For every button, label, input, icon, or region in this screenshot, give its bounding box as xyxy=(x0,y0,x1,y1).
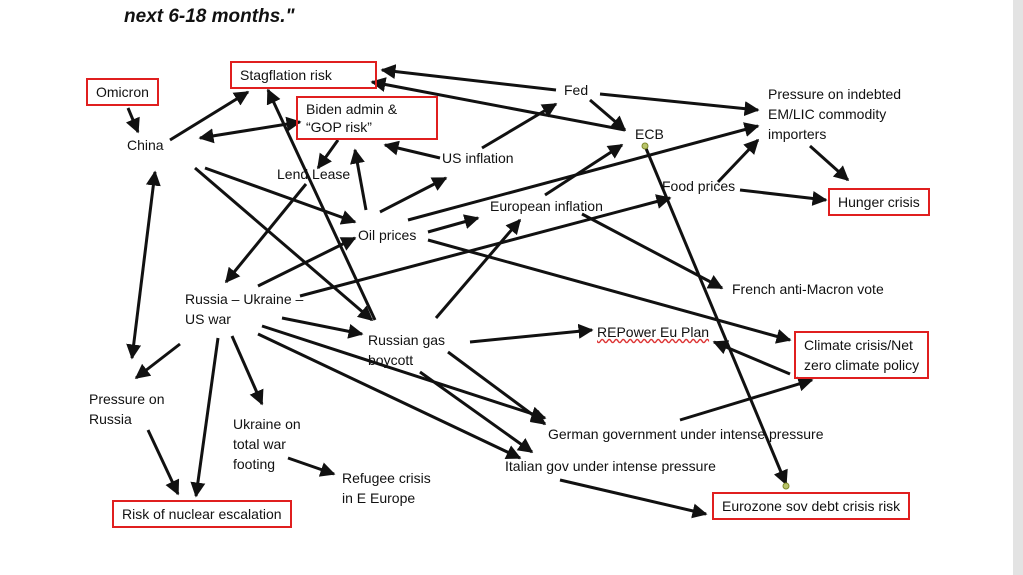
arrow-fed-pressure-em xyxy=(599,92,760,117)
node-biden-line1: Biden admin & xyxy=(306,101,398,117)
arrow-fed-ecb xyxy=(589,98,627,132)
arrow-oil-biden xyxy=(350,148,368,211)
node-refugee-line2: in E Europe xyxy=(342,490,416,506)
node-european-inflation: European inflation xyxy=(490,198,603,214)
node-repower-label: REPower Eu Plan xyxy=(597,324,710,340)
node-russian-gas-line2: boycott xyxy=(368,352,414,368)
node-lend-lease: Lend Lease xyxy=(277,166,351,182)
node-ecb: ECB xyxy=(635,126,664,142)
arrow-pressure-em-hunger xyxy=(808,144,850,182)
arrow-russiangas-repower xyxy=(469,323,594,344)
arrow-russiawar-oil xyxy=(257,236,357,288)
arrow-russiawar-german xyxy=(261,324,547,421)
node-climate-crisis: Climate crisis/Net zero climate policy xyxy=(794,331,930,379)
arrow-china-russiangas xyxy=(194,166,374,322)
arrow-oil-usinflation xyxy=(379,176,448,214)
arrow-oil-european-inflation xyxy=(427,214,480,234)
node-climate-line2: zero climate policy xyxy=(804,357,920,373)
node-russian-gas-line1: Russian gas xyxy=(368,332,446,348)
node-refugee-crisis: Refugee crisis in E Europe xyxy=(342,468,431,508)
node-ukraine-line1: Ukraine on xyxy=(233,416,301,432)
node-ukraine-war-footing: Ukraine on total war footing xyxy=(233,414,301,474)
arrow-ukraine-refugee xyxy=(287,456,336,477)
node-china: China xyxy=(127,137,164,153)
arrow-china-stagflation xyxy=(169,90,250,142)
connector-dot xyxy=(641,142,649,150)
arrow-ecb-stagflation xyxy=(370,77,626,132)
arrow-oil-pressure-em xyxy=(407,122,760,222)
node-eurozone-debt: Eurozone sov debt crisis risk xyxy=(712,492,911,520)
node-russia-ukraine-war: Russia – Ukraine – US war xyxy=(185,289,303,329)
connector-dot xyxy=(782,482,790,490)
arrow-usinflation-fed xyxy=(481,102,558,150)
arrow-biden-lendlease xyxy=(316,139,340,170)
node-ukraine-line2: total war xyxy=(233,436,286,452)
arrow-eu-inflation-ecb xyxy=(544,143,624,197)
node-us-inflation: US inflation xyxy=(442,150,514,166)
arrow-russiangas-eu-inflation xyxy=(434,218,522,319)
node-russia-war-line2: US war xyxy=(185,311,231,327)
caption-text: next 6-18 months." xyxy=(124,6,295,27)
arrow-russiawar-russiangas xyxy=(281,316,364,339)
node-biden-admin: Biden admin & “GOP risk” xyxy=(296,96,438,140)
node-italian-gov: Italian gov under intense pressure xyxy=(505,458,716,474)
arrow-pressure-russia-nuclear xyxy=(146,429,180,496)
node-food-prices: Food prices xyxy=(662,178,736,194)
arrow-food-pressure-em xyxy=(716,138,760,184)
arrow-usinflation-biden xyxy=(383,140,441,160)
arrow-china-pressure-russia xyxy=(126,170,161,360)
node-pressure-em: Pressure on indebted EM/LIC commodity im… xyxy=(768,84,901,144)
node-refugee-line1: Refugee crisis xyxy=(342,470,431,486)
arrow-lendlease-russiawar xyxy=(224,183,308,284)
node-hunger-crisis: Hunger crisis xyxy=(828,188,930,216)
node-russian-gas-boycott: Russian gas boycott xyxy=(368,330,445,370)
node-french-vote: French anti-Macron vote xyxy=(732,281,884,297)
node-climate-line1: Climate crisis/Net xyxy=(804,337,913,353)
arrow-russiangas-stagflation xyxy=(266,88,377,321)
node-german-government: German government under intense pressure xyxy=(548,426,824,442)
node-omicron: Omicron xyxy=(86,78,159,106)
node-pressure-russia-line2: Russia xyxy=(89,411,132,427)
arrow-russiawar-ukraine xyxy=(230,335,264,406)
arrow-russiawar-nuclear xyxy=(190,337,220,498)
node-russia-war-line1: Russia – Ukraine – xyxy=(185,291,304,307)
arrow-russiangas-italian xyxy=(419,370,534,454)
arrow-russiawar-italian xyxy=(257,332,522,460)
node-repower-eu: REPower Eu Plan xyxy=(597,322,709,342)
page-edge-strip xyxy=(1013,0,1023,575)
arrow-omicron-china xyxy=(125,107,140,134)
node-biden-line2: “GOP risk” xyxy=(306,119,372,135)
arrow-food-hunger xyxy=(739,188,828,206)
node-oil-prices: Oil prices xyxy=(358,227,417,243)
node-stagflation-risk: Stagflation risk xyxy=(230,61,377,89)
arrow-german-climate xyxy=(679,376,814,422)
node-nuclear-escalation: Risk of nuclear escalation xyxy=(112,500,292,528)
node-pressure-em-line3: importers xyxy=(768,126,827,142)
node-pressure-em-line1: Pressure on indebted xyxy=(768,86,902,102)
arrow-china-oilprices xyxy=(204,166,357,225)
arrow-russiangas-german xyxy=(447,350,547,426)
node-pressure-on-russia: Pressure on Russia xyxy=(89,389,164,429)
arrow-fed-stagflation xyxy=(380,64,557,92)
node-ukraine-line3: footing xyxy=(233,456,276,472)
node-pressure-russia-line1: Pressure on xyxy=(89,391,165,407)
node-fed: Fed xyxy=(564,82,589,98)
node-pressure-em-line2: EM/LIC commodity xyxy=(768,106,887,122)
arrow-climate-repower xyxy=(712,340,791,376)
arrow-italian-eurozone xyxy=(559,478,708,519)
arrow-russiawar-food xyxy=(299,194,672,298)
arrow-russiawar-pressure-russia xyxy=(134,342,181,380)
